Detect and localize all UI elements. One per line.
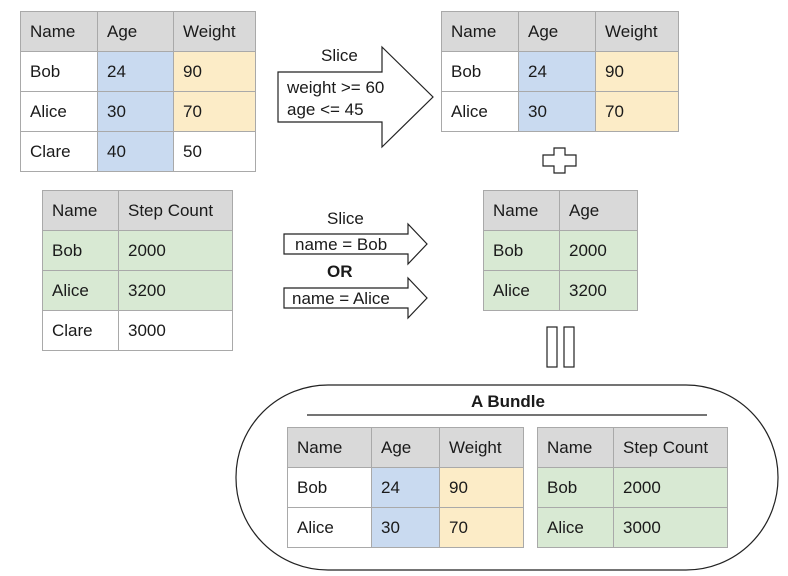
column-header: Weight [439,427,524,468]
equals-bar-left [546,326,558,368]
table-row: Alice 3200 [42,270,233,311]
table-people: Name Age Weight Bob 24 90 Alice 30 70 Cl… [20,11,256,172]
cell-steps: 3000 [613,507,728,548]
cell-steps: 2000 [118,230,233,271]
column-header: Age [559,190,638,231]
cell-steps: 3000 [118,310,233,351]
column-header: Age [518,11,596,52]
cell-name: Bob [287,467,372,508]
table-row: Bob 2000 [42,230,233,271]
column-header: Name [287,427,372,468]
table-header-row: Name Step Count [537,427,728,468]
table-header-row: Name Age [483,190,638,231]
cell-weight: 90 [173,51,256,92]
table-people-sliced: Name Age Weight Bob 24 90 Alice 30 70 [441,11,679,132]
cell-age: 24 [518,51,596,92]
bundle-table-steps: Name Step Count Bob 2000 Alice 3000 [537,427,728,548]
cell-name: Clare [42,310,119,351]
slice-arrow-alice [283,276,428,320]
table-steps-sliced: Name Age Bob 2000 Alice 3200 [483,190,638,311]
column-header: Name [483,190,560,231]
cell-age: 30 [518,91,596,132]
cell-name: Alice [42,270,119,311]
cell-name: Clare [20,131,98,172]
column-header: Weight [595,11,679,52]
slice-arrow-bob [283,222,428,266]
equals-bar-right [563,326,575,368]
cell-age: 30 [371,507,440,548]
slice-condition: name = Bob [295,235,388,254]
cell-age: 24 [97,51,174,92]
table-header-row: Name Age Weight [20,11,256,52]
table-row: Bob 2000 [537,467,728,508]
column-header: Name [42,190,119,231]
cell-name: Alice [287,507,372,548]
table-row: Clare 40 50 [20,131,256,172]
cell-value: 2000 [559,230,638,271]
table-row: Alice 30 70 [287,507,524,548]
cell-steps: 2000 [613,467,728,508]
cell-name: Bob [42,230,119,271]
column-header: Weight [173,11,256,52]
cell-name: Alice [441,91,519,132]
cell-weight: 70 [595,91,679,132]
cell-name: Bob [441,51,519,92]
column-header: Step Count [613,427,728,468]
slice-arrow-people [277,45,434,149]
table-row: Alice 30 70 [441,91,679,132]
column-header: Name [20,11,98,52]
cell-name: Bob [483,230,560,271]
cell-age: 40 [97,131,174,172]
bundle-title: A Bundle [471,392,545,411]
column-header: Name [537,427,614,468]
cell-age: 24 [371,467,440,508]
slice-title-steps: Slice [327,209,364,228]
cell-weight: 90 [595,51,679,92]
table-row: Bob 2000 [483,230,638,271]
cell-name: Alice [20,91,98,132]
table-row: Bob 24 90 [441,51,679,92]
cell-age: 30 [97,91,174,132]
cell-value: 3200 [559,270,638,311]
slice-condition: weight >= 60 [287,78,385,97]
slice-condition: age <= 45 [287,100,364,119]
table-row: Alice 3200 [483,270,638,311]
table-row: Clare 3000 [42,310,233,351]
cell-weight: 70 [439,507,524,548]
column-header: Age [97,11,174,52]
table-header-row: Name Step Count [42,190,233,231]
table-row: Bob 24 90 [20,51,256,92]
cell-steps: 3200 [118,270,233,311]
table-row: Alice 30 70 [20,91,256,132]
cell-name: Bob [537,467,614,508]
table-header-row: Name Age Weight [287,427,524,468]
column-header: Name [441,11,519,52]
table-row: Alice 3000 [537,507,728,548]
cell-weight: 70 [173,91,256,132]
slice-condition: name = Alice [292,289,390,308]
cell-weight: 90 [439,467,524,508]
cell-name: Alice [537,507,614,548]
cell-name: Bob [20,51,98,92]
column-header: Age [371,427,440,468]
cell-weight: 50 [173,131,256,172]
bundle-table-people: Name Age Weight Bob 24 90 Alice 30 70 [287,427,524,548]
column-header: Step Count [118,190,233,231]
plus-icon [542,147,577,174]
table-row: Bob 24 90 [287,467,524,508]
table-steps: Name Step Count Bob 2000 Alice 3200 Clar… [42,190,233,351]
cell-name: Alice [483,270,560,311]
table-header-row: Name Age Weight [441,11,679,52]
slice-operator: OR [327,262,353,281]
slice-title-people: Slice [321,46,358,65]
